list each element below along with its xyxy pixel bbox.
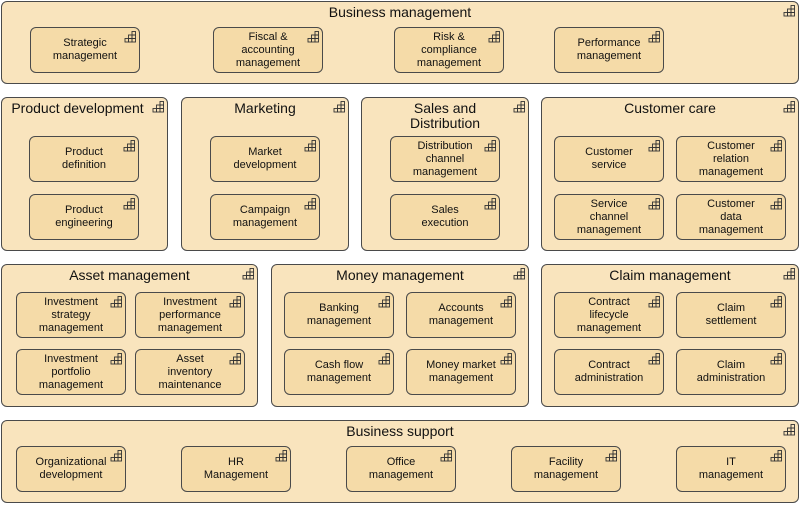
capability-box[interactable]: Fiscal & accounting management <box>213 27 323 73</box>
capability-box[interactable]: Product engineering <box>29 194 139 240</box>
capability-icon <box>229 353 241 365</box>
capability-icon <box>304 140 316 152</box>
group-title: Claim management <box>609 267 731 283</box>
capability-box[interactable]: Claim settlement <box>676 292 786 338</box>
capability-icon <box>648 353 660 365</box>
capability-box[interactable]: Asset inventory maintenance <box>135 349 245 395</box>
group-title: Sales and Distribution <box>409 100 481 131</box>
capability-icon <box>484 198 496 210</box>
capability-icon <box>110 353 122 365</box>
capability-icon <box>770 140 782 152</box>
capability-box[interactable]: Contract administration <box>554 349 664 395</box>
capability-box[interactable]: Banking management <box>284 292 394 338</box>
group-sales-and-distribution: Sales and Distribution Distribution chan… <box>361 97 529 251</box>
capability-box[interactable]: Distribution channel management <box>390 136 500 182</box>
capability-box[interactable]: Office management <box>346 446 456 492</box>
group-money-management: Money management Banking management Acco… <box>271 264 529 407</box>
capability-icon <box>648 140 660 152</box>
group-customer-care: Customer care Customer service Customer … <box>541 97 799 251</box>
capability-icon <box>648 198 660 210</box>
capability-box[interactable]: Market development <box>210 136 320 182</box>
capability-box[interactable]: IT management <box>676 446 786 492</box>
capability-icon <box>770 450 782 462</box>
capability-box[interactable]: Investment performance management <box>135 292 245 338</box>
capability-box[interactable]: Money market management <box>406 349 516 395</box>
capability-box[interactable]: Customer data management <box>676 194 786 240</box>
capability-icon <box>484 140 496 152</box>
capability-box[interactable]: Campaign management <box>210 194 320 240</box>
group-title: Business management <box>328 4 472 20</box>
capability-icon <box>513 268 525 280</box>
capability-icon <box>770 353 782 365</box>
capability-icon <box>513 101 525 113</box>
capability-icon <box>229 296 241 308</box>
capability-icon <box>783 5 795 17</box>
capability-icon <box>275 450 287 462</box>
capability-icon <box>605 450 617 462</box>
group-product-development: Product development Product definition P… <box>1 97 168 251</box>
capability-icon <box>124 31 136 43</box>
group-title: Business support <box>346 423 454 439</box>
capability-icon <box>333 101 345 113</box>
capability-icon <box>110 296 122 308</box>
capability-box[interactable]: Product definition <box>29 136 139 182</box>
capability-icon <box>440 450 452 462</box>
capability-icon <box>378 296 390 308</box>
capability-icon <box>152 101 164 113</box>
capability-icon <box>770 296 782 308</box>
capability-box[interactable]: Investment strategy management <box>16 292 126 338</box>
capability-box[interactable]: Organizational development <box>16 446 126 492</box>
capability-icon <box>783 101 795 113</box>
group-title: Product development <box>11 100 144 116</box>
capability-icon <box>648 31 660 43</box>
capability-icon <box>783 268 795 280</box>
group-business-management: Business management Strategic management… <box>1 1 799 84</box>
group-title: Asset management <box>69 267 190 283</box>
capability-box[interactable]: Cash flow management <box>284 349 394 395</box>
capability-icon <box>500 353 512 365</box>
capability-box[interactable]: Customer service <box>554 136 664 182</box>
group-title: Marketing <box>234 100 296 116</box>
capability-icon <box>123 140 135 152</box>
capability-box[interactable]: Performance management <box>554 27 664 73</box>
capability-box[interactable]: HR Management <box>181 446 291 492</box>
capability-box[interactable]: Facility management <box>511 446 621 492</box>
capability-box[interactable]: Risk & compliance management <box>394 27 504 73</box>
capability-box[interactable]: Contract lifecycle management <box>554 292 664 338</box>
group-claim-management: Claim management Contract lifecycle mana… <box>541 264 799 407</box>
capability-icon <box>770 198 782 210</box>
group-title: Money management <box>336 267 464 283</box>
capability-icon <box>110 450 122 462</box>
group-asset-management: Asset management Investment strategy man… <box>1 264 258 407</box>
capability-icon <box>500 296 512 308</box>
capability-box[interactable]: Customer relation management <box>676 136 786 182</box>
capability-box[interactable]: Sales execution <box>390 194 500 240</box>
capability-icon <box>123 198 135 210</box>
capability-box[interactable]: Service channel management <box>554 194 664 240</box>
capability-icon <box>304 198 316 210</box>
capability-icon <box>648 296 660 308</box>
group-marketing: Marketing Market development Campaign ma… <box>181 97 349 251</box>
capability-box[interactable]: Strategic management <box>30 27 140 73</box>
group-business-support: Business support Organizational developm… <box>1 420 799 503</box>
capability-box[interactable]: Investment portfolio management <box>16 349 126 395</box>
capability-box[interactable]: Accounts management <box>406 292 516 338</box>
capability-icon <box>488 31 500 43</box>
capability-icon <box>378 353 390 365</box>
group-title: Customer care <box>624 100 716 116</box>
capability-box[interactable]: Claim administration <box>676 349 786 395</box>
capability-icon <box>307 31 319 43</box>
capability-icon <box>242 268 254 280</box>
capability-icon <box>783 424 795 436</box>
